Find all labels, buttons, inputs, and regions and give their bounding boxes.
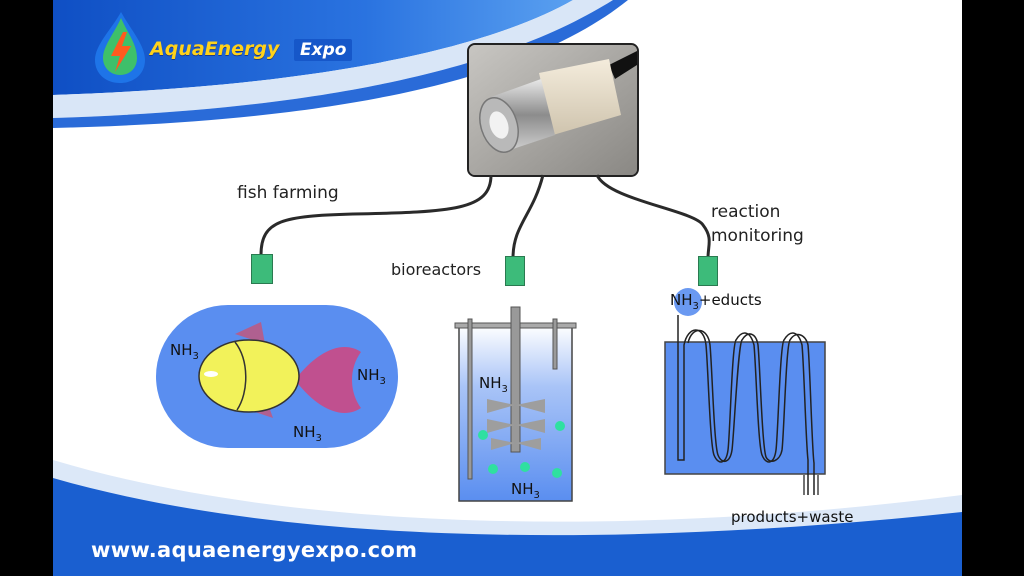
logo-drop-icon [95, 12, 145, 83]
nh3-fish-left: NH3 [170, 341, 199, 362]
label-reaction-inlet: NH3+educts [670, 291, 762, 312]
bottom-banner [53, 460, 962, 576]
reaction-coil-vessel [664, 288, 826, 495]
sensor-cables [259, 174, 711, 259]
website-url: www.aquaenergyexpo.com [91, 538, 418, 562]
nh3-reaction: NH3 [670, 291, 699, 312]
logo-expo-badge: Expo [294, 39, 353, 61]
nh3-bioreactor-top: NH3 [479, 374, 508, 395]
sensor-head-fish [251, 254, 273, 284]
logo-wordmark: AquaEnergy [150, 38, 280, 60]
label-fish-farming: fish farming [237, 183, 339, 203]
sensor-probe-image [469, 45, 637, 175]
nh3-bioreactor-bottom: NH3 [511, 480, 540, 501]
nh3-fish-bottom: NH3 [293, 423, 322, 444]
nh3-fish-right: NH3 [357, 366, 386, 387]
label-reaction-outlet: products+waste [731, 508, 854, 526]
sensor-head-reaction [698, 256, 718, 286]
sensor-photo [467, 43, 639, 177]
label-bioreactors: bioreactors [391, 260, 482, 279]
slide: AquaEnergy Expo [53, 0, 962, 576]
label-reaction-line1: reaction [711, 202, 781, 222]
sensor-head-bioreactor [505, 256, 525, 286]
bioreactor-vessel [454, 306, 577, 502]
fish-pond [156, 305, 398, 448]
label-reaction-line2: monitoring [711, 226, 804, 246]
